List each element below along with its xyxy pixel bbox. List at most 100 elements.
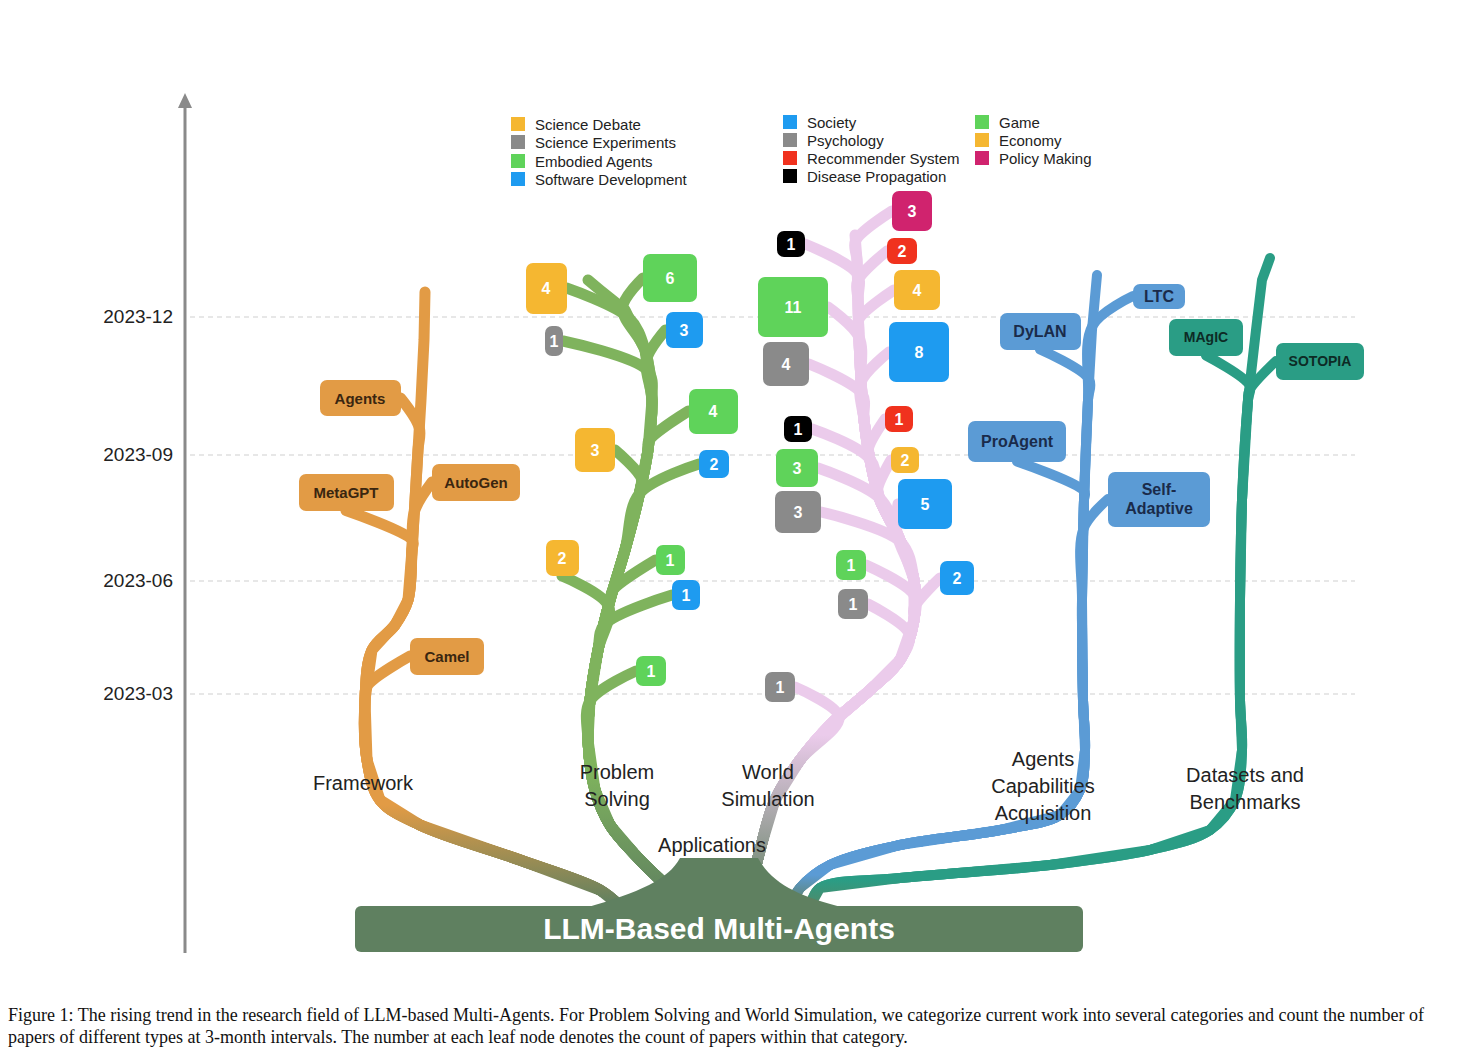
- node-text: 11: [785, 298, 802, 317]
- paper-count-box: 1: [636, 656, 666, 686]
- node-text: 2: [901, 451, 910, 470]
- paper-count-box: 1: [885, 406, 913, 432]
- node-text: DyLAN: [1013, 322, 1066, 341]
- node-text: MetaGPT: [313, 483, 378, 502]
- legend-text: Recommender System: [807, 150, 960, 167]
- legend-text: Society: [807, 114, 856, 131]
- paper-count-box: 3: [776, 449, 818, 487]
- node-text: 6: [666, 269, 675, 288]
- legend-swatch: [511, 172, 525, 186]
- paper-count-box: 4: [763, 342, 809, 386]
- node-text: LLM-Based Multi-Agents: [543, 911, 895, 947]
- branch-label: Problem Solving: [562, 759, 672, 813]
- node-text: 4: [709, 402, 718, 421]
- node-text: 1: [647, 662, 656, 681]
- paper-count-box: 1: [836, 550, 866, 580]
- root-mound: [585, 858, 845, 908]
- axis-tick-label: 2023-03: [70, 682, 173, 706]
- paper-count-box: 2: [887, 238, 917, 264]
- node-text: Agents: [335, 389, 386, 408]
- axis-tick-label: 2023-12: [70, 305, 173, 329]
- capability-box: ProAgent: [968, 421, 1066, 462]
- node-text: SOTOPIA: [1289, 352, 1352, 371]
- benchmark-box: MAgIC: [1169, 319, 1243, 356]
- node-text: MAgIC: [1184, 328, 1228, 347]
- paper-count-box: 4: [689, 389, 738, 434]
- branch-link: [745, 468, 916, 906]
- node-text: 1: [849, 595, 858, 614]
- axis-tick-label: 2023-09: [70, 443, 173, 467]
- figure-caption: Figure 1: The rising trend in the resear…: [8, 1004, 1458, 1048]
- branch-link: [745, 419, 916, 906]
- paper-count-box: 11: [758, 277, 828, 337]
- time-grid: [178, 93, 1355, 953]
- branch-link: [364, 482, 620, 906]
- paper-count-box: 4: [526, 263, 567, 314]
- legend-text: Psychology: [807, 132, 884, 149]
- paper-count-box: 2: [891, 447, 919, 473]
- paper-count-box: 3: [775, 491, 821, 533]
- branch-link: [745, 565, 916, 906]
- branch-link: [745, 352, 916, 906]
- legend-entry: Science Experiments: [511, 133, 676, 151]
- legend-text: Game: [999, 114, 1040, 131]
- paper-count-box: 3: [575, 428, 615, 472]
- node-text: 1: [847, 556, 856, 575]
- paper-count-box: 5: [898, 479, 952, 529]
- framework-box: MetaGPT: [299, 474, 394, 511]
- branch-link: [745, 364, 916, 906]
- node-text: 1: [550, 332, 559, 351]
- branch-label: Agents Capabilities Acquisition: [978, 746, 1108, 827]
- branch-link: [810, 356, 1250, 907]
- node-text: 1: [794, 420, 803, 439]
- capability-box: Self- Adaptive: [1108, 472, 1210, 527]
- framework-box: Agents: [320, 380, 401, 416]
- legend-entry: Embodied Agents: [511, 152, 653, 170]
- legend-text: Science Experiments: [535, 134, 676, 151]
- branch-link: [745, 429, 916, 906]
- legend-swatch: [975, 151, 989, 165]
- paper-count-box: 8: [889, 322, 949, 382]
- node-text: 3: [591, 441, 600, 460]
- axis-arrow: [178, 93, 192, 108]
- branch-label: Applications: [632, 832, 792, 859]
- paper-count-box: 3: [892, 191, 932, 231]
- node-text: 3: [680, 321, 689, 340]
- branch-link: [745, 604, 910, 906]
- capability-box: LTC: [1133, 284, 1185, 309]
- node-text: 2: [558, 549, 567, 568]
- node-text: 2: [898, 242, 907, 261]
- root-box: LLM-Based Multi-Agents: [355, 906, 1083, 952]
- branch-label: Datasets and Benchmarks: [1175, 762, 1315, 816]
- node-text: 1: [895, 410, 904, 429]
- capability-box: DyLAN: [1000, 313, 1081, 350]
- grid-line: [190, 580, 1355, 581]
- branch-label: Framework: [288, 770, 438, 797]
- legend-swatch: [783, 115, 797, 129]
- legend-entry: Society: [783, 113, 856, 131]
- branch-link: [745, 307, 916, 906]
- branch-label: World Simulation: [708, 759, 828, 813]
- branch-link: [745, 290, 916, 906]
- paper-count-box: 1: [765, 672, 795, 702]
- node-text: ProAgent: [981, 432, 1053, 451]
- branch-link: [588, 411, 689, 906]
- trunks: [365, 235, 1270, 906]
- node-text: Self- Adaptive: [1110, 480, 1208, 518]
- node-text: LTC: [1144, 287, 1174, 306]
- legend-swatch: [511, 135, 525, 149]
- paper-count-box: 1: [784, 416, 812, 442]
- node-text: 3: [793, 459, 802, 478]
- edge-layer: [346, 211, 1276, 906]
- legend-swatch: [975, 115, 989, 129]
- paper-count-box: 6: [643, 254, 697, 302]
- branch-link: [810, 361, 1276, 906]
- legend-entry: Software Development: [511, 170, 687, 188]
- branch-link: [790, 499, 1108, 906]
- branch-link: [562, 576, 680, 906]
- legend-text: Science Debate: [535, 116, 641, 133]
- node-text: 8: [915, 343, 924, 362]
- paper-count-box: 2: [940, 561, 974, 595]
